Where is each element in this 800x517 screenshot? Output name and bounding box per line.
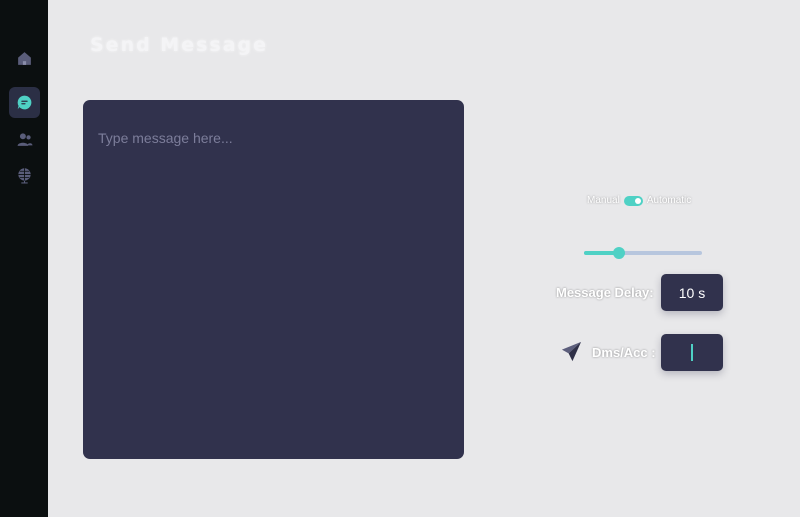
text-cursor [691,344,693,361]
mode-automatic-label: Automatic [646,195,692,206]
globe-icon [18,168,31,184]
send-icon [561,341,582,362]
slider-thumb[interactable] [613,247,626,259]
users-icon [17,133,33,146]
mode-toggle: Manual Automatic [587,194,691,207]
sidebar [0,0,48,517]
chat-bubble-icon [17,95,32,110]
sidebar-item-home[interactable] [9,43,40,74]
sidebar-item-messages[interactable] [9,87,40,118]
sidebar-item-network[interactable] [9,160,40,191]
delay-slider[interactable] [584,247,702,259]
message-delay-field[interactable]: 10 s [661,274,723,311]
slider-track [584,251,702,255]
switch-knob [634,197,641,204]
message-panel [83,100,464,459]
message-delay-value: 10 s [678,284,706,301]
home-icon [18,52,31,65]
slider-fill [584,251,620,255]
mode-switch[interactable] [623,195,643,206]
message-input[interactable] [83,100,464,459]
dms-per-account-label: Dms/Acc : [592,345,656,360]
dms-per-account-input[interactable] [661,334,723,371]
mode-manual-label: Manual [587,195,620,206]
sidebar-item-users[interactable] [9,124,40,155]
page-title: Send Message [90,34,269,56]
message-delay-label: Message Delay: [556,285,654,300]
